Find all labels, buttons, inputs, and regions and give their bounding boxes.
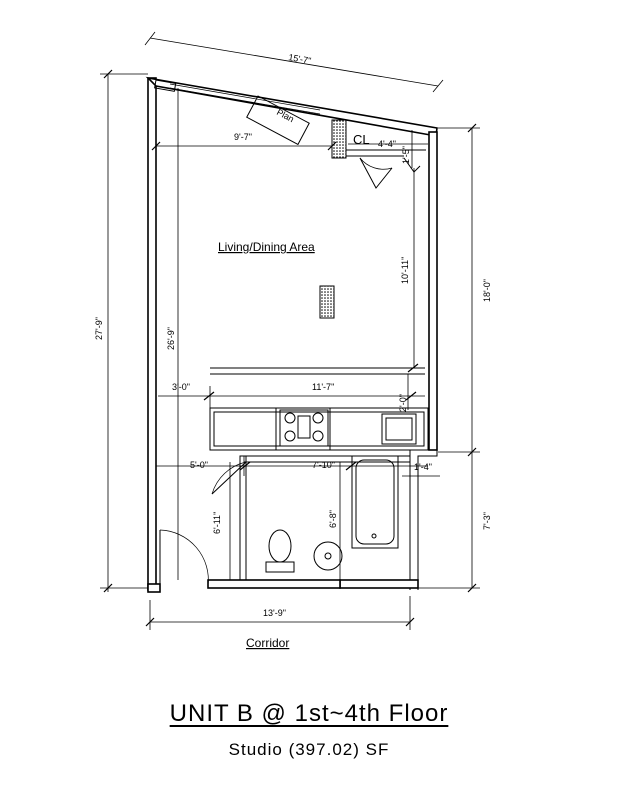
toilet	[268, 529, 292, 563]
dim-right-lower: 7'-3"	[482, 512, 492, 530]
dim-closet-width: 4'-4"	[378, 139, 396, 149]
dim-closet-depth: 1'-5"	[401, 146, 411, 164]
living-area-label: Living/Dining Area	[218, 240, 315, 254]
dim-wall-strip: 1'-4"	[414, 462, 432, 472]
dimension-lines	[100, 31, 480, 630]
bath-sink	[313, 541, 343, 571]
dim-sink-width: 2'-0"	[398, 394, 408, 412]
bathroom	[211, 455, 410, 581]
dim-living-depth: 10'-11"	[400, 257, 410, 284]
dim-entry-width: 5'-0"	[190, 460, 208, 470]
closet	[331, 119, 426, 189]
dim-right-upper: 18'-0"	[482, 279, 492, 302]
dim-entry-depth: 6'-11"	[212, 512, 222, 534]
dim-left-overall: 27'-9"	[94, 317, 104, 340]
dim-bath-depth: 6'-8"	[328, 510, 338, 528]
closet-label: CL	[353, 132, 370, 147]
entry-door	[159, 529, 209, 587]
kitchen-sink	[381, 413, 417, 445]
dim-bottom-overall: 13'-9"	[263, 608, 286, 618]
unit-subtitle: Studio (397.02) SF	[228, 740, 390, 759]
unit-title-text: UNIT B @ 1st~4th Floor	[169, 700, 449, 727]
dining-table	[319, 285, 335, 319]
dim-kitchen-width: 11'-7"	[312, 382, 334, 392]
dim-living-width: 9'-7"	[234, 132, 252, 142]
bathtub	[351, 455, 399, 549]
top-window	[154, 79, 321, 115]
corridor-label: Corridor	[246, 636, 289, 650]
unit-title: UNIT B @ 1st~4th Floor	[0, 700, 618, 728]
dim-kitchen-offset: 3'-0"	[172, 382, 190, 392]
dim-bath-width: 7'-10"	[312, 460, 335, 470]
dimension-ticks	[103, 69, 477, 627]
dim-inner-left: 26'-9"	[166, 327, 176, 350]
kitchen	[209, 367, 429, 451]
dim-top-overall: 15'-7"	[288, 52, 312, 66]
cooktop	[279, 409, 329, 447]
